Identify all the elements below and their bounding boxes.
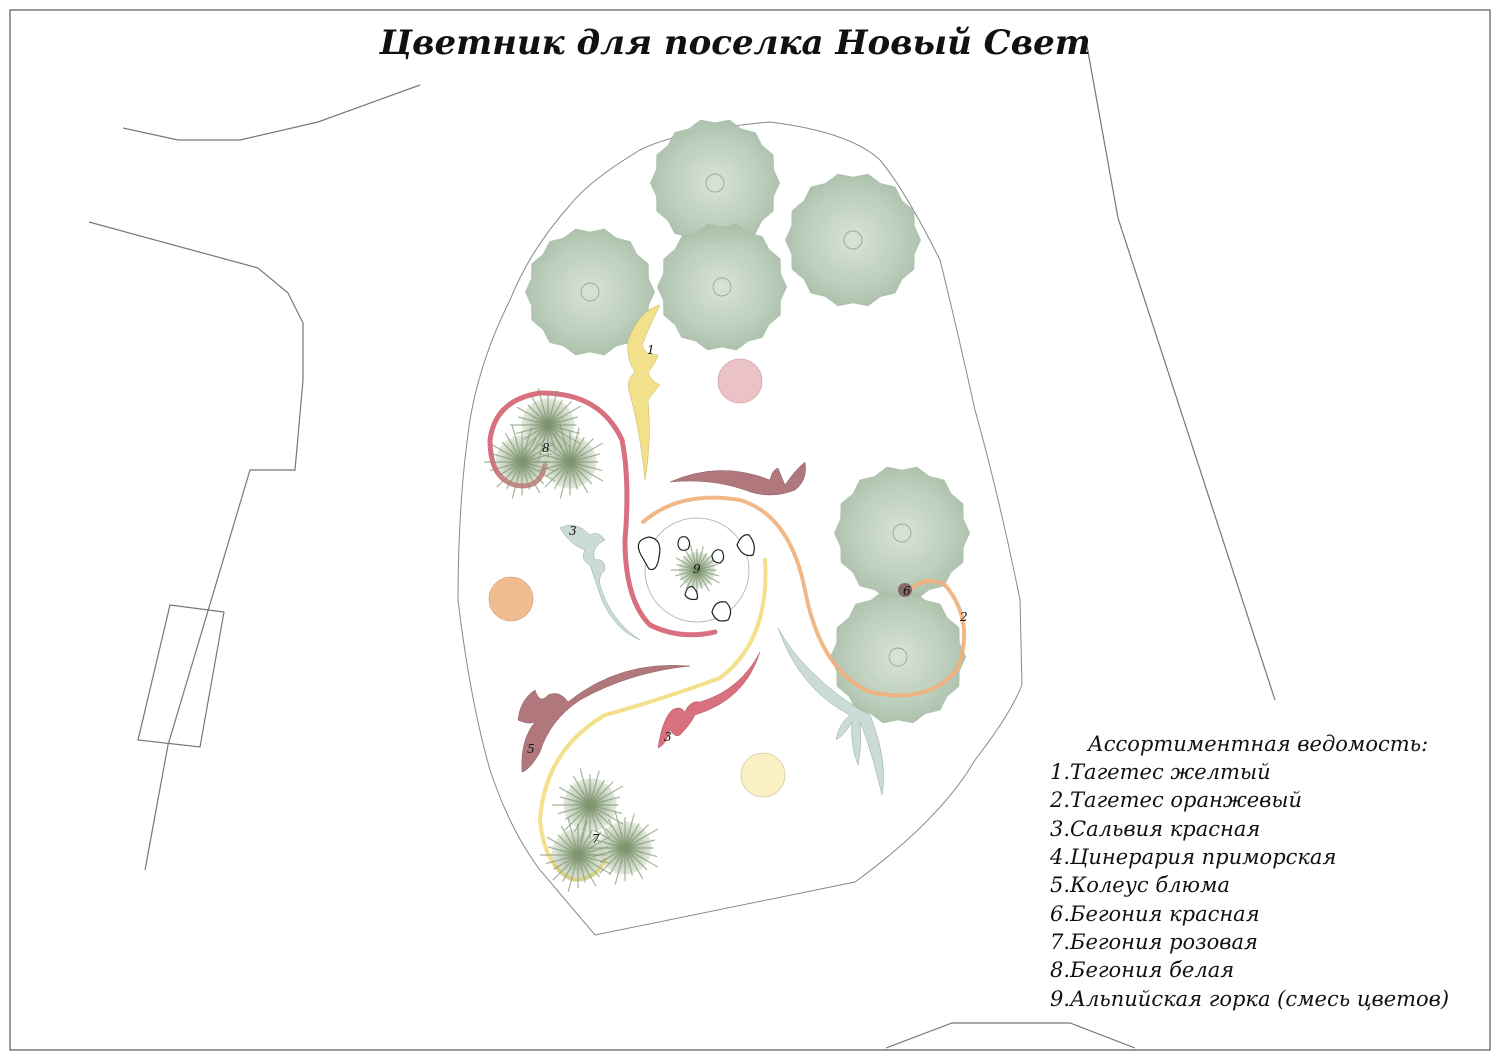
alpine-hill (637, 517, 755, 623)
sheet-border (9, 9, 1491, 1051)
legend-item: 5.Колеус блюма (1050, 873, 1230, 897)
legend-heading: Ассортиментная ведомость: (1086, 732, 1428, 756)
tree (834, 466, 970, 600)
legend-item: 3.Сальвия красная (1050, 817, 1260, 841)
begonia-clusters (484, 388, 720, 892)
coleus-leaf-top (669, 461, 806, 496)
plan-label-2: 2 (959, 610, 968, 624)
plan-label-1: 1 (647, 343, 655, 357)
legend-item: 8.Бегония белая (1050, 958, 1234, 982)
sage-leaf-3 (559, 524, 641, 641)
cineraria-leaf-4 (777, 627, 884, 796)
pink-circle-plant (717, 358, 763, 404)
coleus-leaf-5 (517, 665, 691, 773)
tree (650, 119, 780, 247)
begonia-red-6 (898, 583, 912, 597)
plan-label-9: 9 (693, 562, 701, 576)
tree (785, 173, 921, 307)
legend: Ассортиментная ведомость: 1.Тагетес желт… (1049, 732, 1449, 1011)
tagetes-orange-stripe-2 (641, 495, 967, 698)
salvia-leaf-3 (657, 651, 761, 749)
orange-circle-plant (488, 576, 534, 622)
legend-item: 7.Бегония розовая (1050, 930, 1258, 954)
legend-item: 9.Альпийская горка (смесь цветов) (1050, 987, 1449, 1011)
legend-item: 2.Тагетес оранжевый (1049, 788, 1302, 812)
legend-item: 4.Цинерария приморская (1049, 845, 1336, 869)
tagetes-yellow-stripe-1 (627, 304, 661, 481)
trees (525, 119, 970, 724)
plan-label-5: 5 (527, 742, 535, 756)
plan-label-8: 8 (542, 441, 550, 455)
legend-item: 1.Тагетес желтый (1050, 760, 1271, 784)
page-title: Цветник для поселка Новый Свет (378, 23, 1090, 63)
spiky-plant (587, 811, 659, 885)
plan-label-7: 7 (592, 832, 600, 846)
plan-label-3a: 3 (569, 524, 577, 538)
tree (525, 228, 655, 356)
spiky-plant (484, 425, 556, 499)
tree (657, 223, 787, 351)
surrounding-roads (88, 34, 1276, 1049)
spiky-plant (552, 768, 624, 842)
plan-label-3b: 3 (664, 730, 672, 744)
plan-label-6: 6 (903, 584, 911, 598)
yellow-circle-plant (740, 752, 786, 798)
spiky-plant (532, 425, 604, 499)
legend-item: 6.Бегония красная (1050, 902, 1260, 926)
spiky-plant (540, 818, 612, 892)
